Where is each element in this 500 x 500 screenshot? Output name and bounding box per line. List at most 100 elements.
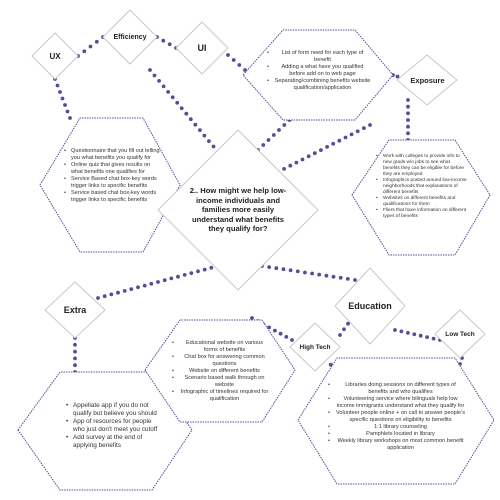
- center-question-node: [157, 129, 319, 291]
- connector-dot: [237, 63, 242, 67]
- connector-dot: [431, 336, 436, 341]
- connector-dot: [73, 342, 77, 347]
- connector-dot: [406, 111, 410, 116]
- connector-dot: [288, 268, 293, 273]
- connector-dot: [294, 160, 299, 165]
- connector-dot: [58, 90, 62, 94]
- connector-dot: [406, 131, 410, 136]
- exposure-ideas-hexagon: [351, 139, 491, 256]
- connector-dot: [274, 266, 279, 271]
- connector-dot: [284, 335, 289, 339]
- connector-dot: [325, 145, 329, 149]
- connector-dot: [317, 272, 322, 277]
- connector-dot: [368, 123, 372, 127]
- connector-dot: [189, 271, 194, 275]
- connector-dot: [202, 133, 207, 138]
- connector-dot: [184, 111, 189, 116]
- connector-dot: [355, 129, 360, 134]
- connector-dot: [261, 143, 266, 147]
- connector-dot: [271, 133, 276, 137]
- connector-dot: [109, 292, 114, 297]
- low-tech-ideas-hexagon: [297, 357, 495, 485]
- connector-dot: [306, 154, 311, 159]
- connector-dot: [406, 98, 410, 102]
- connector-dot: [82, 49, 87, 54]
- connector-dot: [60, 96, 65, 101]
- connector-dot: [162, 278, 167, 283]
- connector-dot: [73, 356, 77, 361]
- connector-dot: [290, 338, 294, 342]
- connector-dot: [182, 273, 187, 277]
- connector-dot: [349, 132, 354, 137]
- connector-dot: [312, 151, 317, 156]
- connector-dot: [175, 100, 180, 105]
- connector-dot: [156, 280, 160, 284]
- connector-dot: [207, 139, 211, 144]
- connector-dot: [399, 329, 404, 334]
- connector-dot: [96, 296, 100, 300]
- connector-dot: [282, 123, 287, 127]
- connector-dot: [278, 331, 283, 336]
- connector-dot: [169, 276, 174, 281]
- connector-dot: [188, 117, 193, 122]
- connector-dot: [273, 328, 277, 333]
- connector-dot: [122, 289, 127, 293]
- connector-dot: [167, 42, 172, 47]
- connector-dot: [73, 363, 77, 368]
- connector-dot: [152, 73, 157, 78]
- ux-node: [31, 32, 79, 80]
- connector-dot: [202, 267, 207, 272]
- connector-dot: [157, 79, 162, 83]
- connector-dot: [393, 328, 397, 332]
- connector-dot: [209, 265, 214, 270]
- ui-node: [175, 21, 229, 75]
- connector-dot: [310, 271, 314, 276]
- connector-dot: [196, 269, 200, 274]
- connector-dot: [73, 349, 77, 354]
- connector-dot: [65, 109, 70, 114]
- connector-dot: [166, 90, 171, 94]
- connector-dot: [176, 274, 180, 279]
- connector-dot: [179, 106, 184, 111]
- connector-dot: [331, 274, 336, 279]
- connector-dot: [295, 269, 300, 274]
- connector-dot: [362, 126, 366, 130]
- connector-dot: [345, 277, 350, 281]
- connector-dot: [161, 38, 166, 43]
- connector-dot: [425, 335, 429, 339]
- connector-dot: [142, 283, 147, 288]
- connector-dot: [418, 333, 423, 338]
- connector-dot: [250, 316, 254, 320]
- connector-dot: [406, 104, 410, 109]
- connector-dot: [412, 332, 417, 337]
- connector-dot: [243, 68, 247, 72]
- connector-dot: [231, 58, 236, 62]
- connector-dot: [303, 270, 307, 275]
- connector-dot: [102, 294, 107, 299]
- connector-dot: [406, 331, 410, 335]
- connector-dot: [193, 122, 198, 127]
- education-node: [334, 267, 406, 345]
- connector-dot: [353, 278, 357, 282]
- connector-dot: [170, 95, 175, 100]
- connector-dot: [346, 321, 350, 326]
- connector-dot: [288, 163, 293, 168]
- ui-ideas-hexagon: [242, 29, 394, 121]
- connector-dot: [338, 275, 343, 280]
- connector-dot: [395, 74, 400, 79]
- connector-dot: [149, 281, 154, 286]
- connector-dot: [55, 83, 60, 88]
- connector-dot: [300, 157, 305, 162]
- connector-dot: [161, 84, 166, 89]
- connector-dot: [68, 116, 72, 120]
- exposure-node: [396, 54, 458, 106]
- connector-dot: [282, 167, 286, 171]
- connector-dot: [343, 135, 348, 140]
- connector-dot: [342, 327, 346, 332]
- extra-ideas-hexagon: [17, 371, 193, 491]
- high-tech-node: [289, 322, 341, 372]
- connector-dot: [226, 53, 230, 57]
- connector-dot: [281, 267, 286, 272]
- connector-dot: [319, 148, 323, 153]
